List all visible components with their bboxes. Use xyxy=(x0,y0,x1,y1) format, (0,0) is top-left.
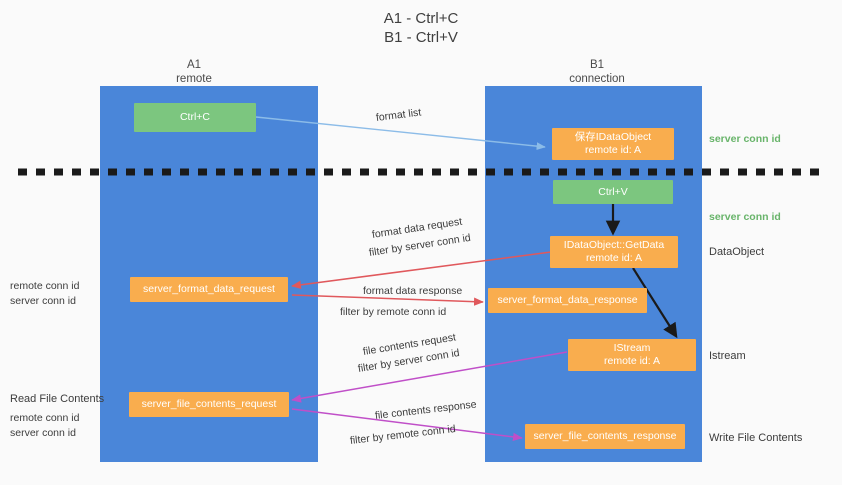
left-label-server-conn-id-bottom: server conn id xyxy=(10,427,76,439)
right-label-server-conn-id-top: server conn id xyxy=(709,133,781,145)
node-save-idataobject[interactable]: 保存IDataObject remote id: A xyxy=(552,128,674,160)
title-line-2: B1 - Ctrl+V xyxy=(384,29,458,46)
remote-conn-id-text-2: remote conn id xyxy=(376,306,447,318)
left-label-remote-conn-id-top: remote conn id xyxy=(10,280,80,292)
right-label-dataobject: DataObject xyxy=(709,246,765,258)
node-save-idataobject-remote-id: remote id: A xyxy=(584,144,642,156)
right-label-server-conn-id-mid: server conn id xyxy=(709,211,781,223)
right-label-write-file-contents: Write File Contents xyxy=(709,432,803,444)
lane-header-b1-subtitle: connection xyxy=(569,73,625,85)
lane-header-b1-title: B1 xyxy=(589,59,605,71)
filter-by-text-3: filter by xyxy=(357,357,393,375)
lane-header-a1-subtitle: remote xyxy=(176,73,212,85)
right-label-istream: Istream xyxy=(709,350,746,362)
node-getdata-label: IDataObject::GetData xyxy=(563,239,665,251)
node-ctrl-c[interactable]: Ctrl+C xyxy=(134,103,256,132)
node-server-format-data-request[interactable]: server_format_data_request xyxy=(130,277,288,302)
edge-label-format-data-response-filter: filter by remote conn id xyxy=(340,305,446,319)
node-getdata[interactable]: IDataObject::GetData remote id: A xyxy=(550,236,678,268)
node-istream-remote-id: remote id: A xyxy=(603,355,661,367)
node-server-format-data-response[interactable]: server_format_data_response xyxy=(488,288,647,313)
node-server-file-contents-request[interactable]: server_file_contents_request xyxy=(129,392,289,417)
diagram-title: A1 - Ctrl+C B1 - Ctrl+V xyxy=(0,9,842,47)
edge-label-format-data-response: format data response xyxy=(363,285,463,297)
edge-label-file-contents-response-filter: filter by remote conn id xyxy=(349,422,456,448)
node-ctrl-v[interactable]: Ctrl+V xyxy=(553,180,673,204)
filter-by-text-1: filter by xyxy=(368,242,404,259)
node-server-format-data-request-label: server_format_data_request xyxy=(143,283,275,295)
node-istream[interactable]: IStream remote id: A xyxy=(568,339,696,371)
node-server-file-contents-request-label: server_file_contents_request xyxy=(141,398,277,410)
node-ctrl-c-label: Ctrl+C xyxy=(179,111,211,123)
left-label-server-conn-id-top: server conn id xyxy=(10,295,76,307)
node-istream-label: IStream xyxy=(613,342,651,354)
node-server-format-data-response-label: server_format_data_response xyxy=(497,294,638,306)
remote-conn-id-text-4: remote conn id xyxy=(385,423,457,443)
left-label-remote-conn-id-bottom: remote conn id xyxy=(10,412,80,424)
lane-header-a1-title: A1 xyxy=(186,59,202,71)
title-line-1: A1 - Ctrl+C xyxy=(383,10,459,27)
node-server-file-contents-response-label: server_file_contents_response xyxy=(533,430,677,442)
edge-label-format-list: format list xyxy=(375,106,422,124)
left-label-read-file-contents: Read File Contents xyxy=(10,393,105,405)
left-label-group-bottom: remote conn id server conn id xyxy=(10,411,79,441)
node-ctrl-v-label: Ctrl+V xyxy=(598,185,628,198)
filter-by-text-2: filter by xyxy=(340,306,374,318)
node-save-idataobject-label: 保存IDataObject xyxy=(574,131,652,143)
filter-by-text-4: filter by xyxy=(349,431,385,447)
node-server-file-contents-response[interactable]: server_file_contents_response xyxy=(525,424,685,449)
node-getdata-remote-id: remote id: A xyxy=(585,252,643,264)
edge-label-file-contents-response: file contents response xyxy=(374,398,478,422)
lane-header-b1: B1 connection xyxy=(537,58,657,86)
left-label-group-top: remote conn id server conn id xyxy=(10,279,79,309)
lane-header-a1: A1 remote xyxy=(134,58,254,86)
